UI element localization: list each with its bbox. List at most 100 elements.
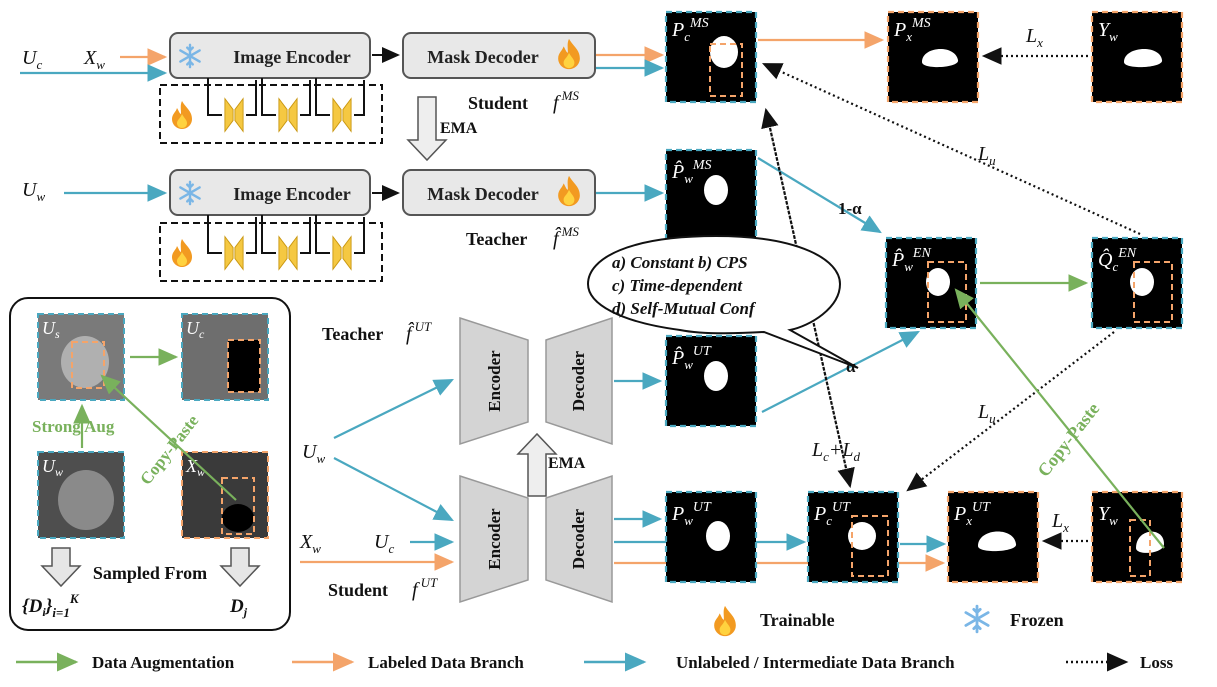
- pw-en-tile: P̂wEN: [884, 236, 978, 330]
- mask-decoder-label-top: Mask Decoder: [427, 47, 538, 67]
- teacher-encoder: [459, 316, 529, 446]
- us-label: Us: [42, 318, 60, 341]
- snowflake-icon: [964, 604, 990, 634]
- svg-text:PxMS: PxMS: [893, 16, 931, 44]
- yw-bottom-tile: Yw: [1090, 490, 1184, 584]
- icon-legend: Trainable Frozen: [714, 604, 1064, 637]
- image-encoder-label-bottom: Image Encoder: [233, 184, 350, 204]
- input-uc-ut: Uc: [374, 531, 394, 556]
- adapter-icon: [332, 98, 352, 132]
- down-arrow-left: [40, 547, 82, 588]
- fire-icon: [714, 605, 736, 637]
- pw-ms-tile: P̂wMS: [664, 148, 758, 242]
- yw-top-tile: Yw: [1090, 10, 1184, 104]
- adapter-icon: [224, 98, 244, 132]
- image-encoder-label-top: Image Encoder: [233, 47, 350, 67]
- dj-label: Dj: [229, 596, 248, 619]
- fusion-options-bubble: a) Constant b) CPS c) Time-dependent d) …: [586, 234, 859, 369]
- di-set-label: {Di}i=1K: [22, 591, 80, 620]
- sampled-from-label: Sampled From: [93, 563, 207, 583]
- ema-label-bottom: EMA: [548, 455, 586, 472]
- teacher-ms-branch: Uw Image Encoder Mask Decoder Teacher f̂…: [22, 169, 665, 282]
- lu-mid-label: Lu: [977, 401, 996, 426]
- teacher-label-top: Teacher: [466, 229, 527, 249]
- legend-loss: Loss: [1140, 653, 1173, 672]
- image-encoder-box-bottom: [169, 169, 371, 216]
- px-ms-tile: PxMS: [886, 10, 980, 104]
- student-encoder-label: Encoder: [485, 508, 504, 570]
- fusion-option-1: a) Constant b) CPS: [612, 253, 748, 272]
- svg-text:PcMS: PcMS: [671, 16, 709, 44]
- qc-en-tile: Q̂cEN: [1090, 236, 1184, 330]
- pc-ms-tile: PcMS: [664, 10, 758, 104]
- down-arrow-right: [219, 547, 261, 588]
- uc-panel-label: Uc: [186, 318, 205, 341]
- student-ms-branch: Uc Xw Image Encoder Mask Decoder Student…: [20, 32, 665, 144]
- prediction-tiles: PcMS PxMS Yw P̂wMS P̂wEN: [664, 10, 1184, 584]
- pw-ut-tile: PwUT: [664, 490, 758, 584]
- ema-arrow-top: [406, 96, 448, 162]
- augmentation-panel: Us Uc Uw Strong Aug Xw Copy-Paste Sample…: [9, 297, 291, 631]
- teacher-decoder-label: Decoder: [569, 350, 588, 411]
- svg-text:P̂wMS: P̂wMS: [671, 158, 712, 186]
- image-encoder-box-top: [169, 32, 371, 79]
- lx-bottom-label: Lx: [1051, 510, 1069, 535]
- uw-panel-label: Uw: [42, 456, 63, 479]
- copy-paste-label-right: Copy-Paste: [1033, 399, 1103, 481]
- student-ut-label: Student: [328, 580, 388, 600]
- alpha-label: α: [846, 357, 856, 376]
- input-uc-top: Uc: [22, 47, 42, 72]
- mask-decoder-box-top: [402, 32, 596, 79]
- one-minus-alpha-label: 1-α: [838, 199, 862, 218]
- adapter-icon: [332, 236, 352, 270]
- mask-decoder-label-bottom: Mask Decoder: [427, 184, 538, 204]
- adapter-icon: [278, 236, 298, 270]
- fire-icon: [172, 239, 192, 267]
- svg-text:P̂wEN: P̂wEN: [891, 246, 931, 274]
- pw-ut-hat-tile: P̂wUT: [664, 334, 758, 428]
- lu-top-label: Lu: [977, 143, 996, 168]
- strong-aug-label: Strong Aug: [32, 417, 115, 436]
- lc-ld-label: Lc+Ld: [811, 439, 861, 464]
- input-uw-ut: Uw: [302, 441, 325, 466]
- input-uw-teacher: Uw: [22, 179, 45, 204]
- fire-icon: [172, 101, 192, 129]
- ema-label-top: EMA: [440, 120, 478, 137]
- fusion-option-2: c) Time-dependent: [612, 276, 743, 295]
- student-decoder-label: Decoder: [569, 508, 588, 569]
- input-xw-ut: Xw: [299, 531, 321, 556]
- frozen-label: Frozen: [1010, 610, 1064, 630]
- ut-networks: Teacher f̂UT Encoder Decoder EMA Encoder…: [299, 316, 946, 604]
- svg-text:Q̂cEN: Q̂cEN: [1098, 246, 1137, 274]
- trainable-label: Trainable: [760, 610, 835, 630]
- ema-arrow-bottom: [516, 432, 558, 497]
- teacher-decoder: [545, 316, 613, 446]
- student-label-top: Student: [468, 93, 528, 113]
- input-xw-top: Xw: [83, 47, 105, 72]
- teacher-encoder-label: Encoder: [485, 350, 504, 412]
- legend-data-augmentation: Data Augmentation: [92, 653, 235, 672]
- teacher-ut-label: Teacher: [322, 324, 383, 344]
- legend-labeled-branch: Labeled Data Branch: [368, 653, 524, 672]
- mask-decoder-box-bottom: [402, 169, 596, 216]
- fusion-option-3: d) Self-Mutual Conf: [612, 299, 757, 318]
- svg-text:Yw: Yw: [1098, 503, 1118, 528]
- svg-text:PxUT: PxUT: [953, 500, 991, 528]
- adapter-group-bottom: [159, 222, 383, 282]
- adapter-icon: [278, 98, 298, 132]
- svg-text:Yw: Yw: [1098, 19, 1118, 44]
- teacher-ut-symbol: f̂UT: [406, 319, 432, 345]
- bottom-legend: Data Augmentation Labeled Data Branch Un…: [16, 652, 1173, 672]
- svg-text:PwUT: PwUT: [671, 500, 712, 528]
- svg-text:PcUT: PcUT: [813, 500, 851, 528]
- pc-ut-tile: PcUT: [806, 490, 900, 584]
- lx-top-label: Lx: [1025, 25, 1043, 50]
- adapter-icon: [224, 236, 244, 270]
- px-ut-tile: PxUT: [946, 490, 1040, 584]
- legend-unlabeled-branch: Unlabeled / Intermediate Data Branch: [676, 653, 955, 672]
- student-encoder: [459, 474, 529, 604]
- student-decoder: [545, 474, 613, 604]
